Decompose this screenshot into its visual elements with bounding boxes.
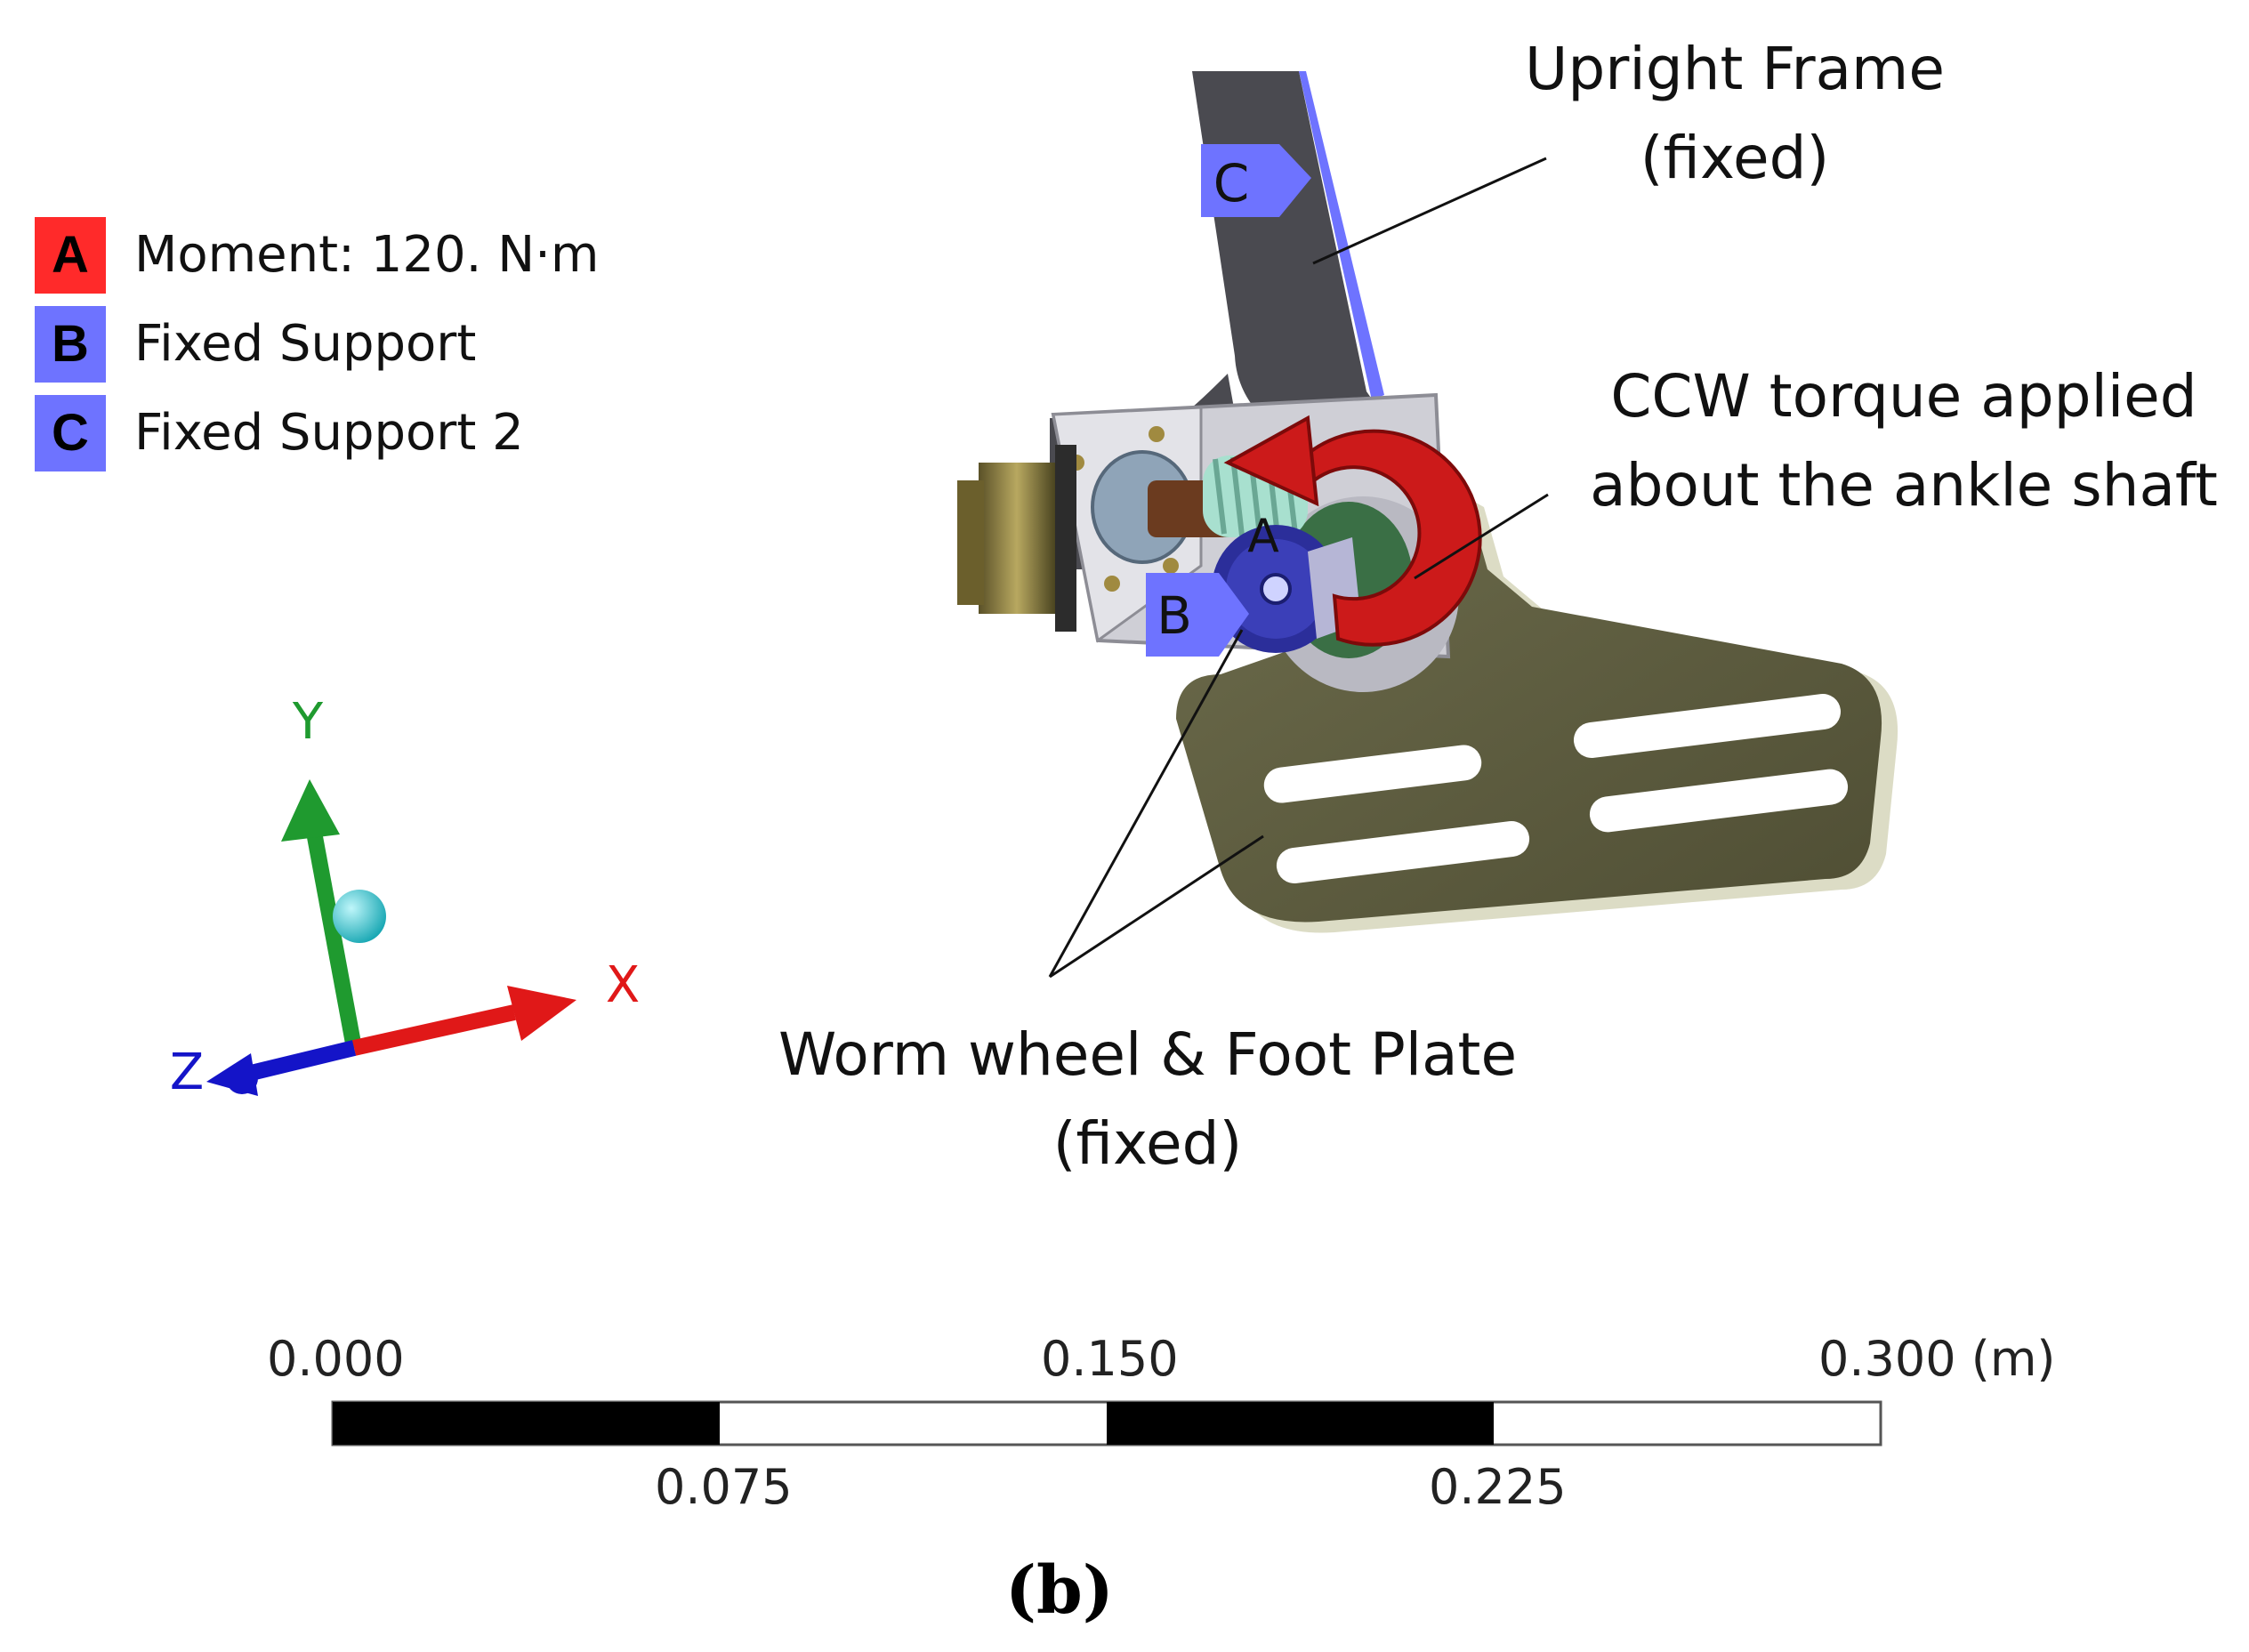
- scale-tick-150: 0.150: [1041, 1331, 1179, 1387]
- callout-upright-line2: (fixed): [1640, 124, 1830, 192]
- callout-ccw-line1: CCW torque applied: [1610, 362, 2197, 431]
- callout-worm-line2: (fixed): [1052, 1109, 1243, 1178]
- axis-triad: [206, 779, 576, 1096]
- callout-ccw-torque: CCW torque applied about the ankle shaft: [1566, 352, 2242, 530]
- callout-upright-line1: Upright Frame: [1525, 35, 1945, 103]
- marker-c: [1201, 144, 1311, 217]
- axis-x-label: X: [606, 956, 640, 1014]
- marker-a-label: A: [1247, 510, 1279, 563]
- scale-bar: [331, 1400, 1882, 1447]
- legend-label-c: Fixed Support 2: [134, 404, 524, 462]
- foot-plate: [1176, 480, 1898, 933]
- axis-z-label: Z: [170, 1044, 204, 1101]
- scale-tick-0: 0.000: [267, 1331, 405, 1387]
- legend-label-a: Moment: 120. N·m: [134, 226, 600, 284]
- legend-swatch-a: A: [35, 217, 106, 294]
- marker-b-label: B: [1157, 585, 1192, 646]
- legend-swatch-b: B: [35, 306, 106, 383]
- callout-worm-wheel: Worm wheel & Foot Plate (fixed): [694, 1011, 1601, 1189]
- moment-arrow: [1223, 415, 1482, 647]
- marker-c-label: C: [1213, 153, 1250, 214]
- marker-b: [1146, 573, 1249, 657]
- callout-upright-frame: Upright Frame (fixed): [1459, 25, 2011, 203]
- origin-ball: [333, 890, 386, 943]
- callout-ccw-line2: about the ankle shaft: [1590, 451, 2218, 520]
- leader-lines: [1048, 157, 1549, 979]
- legend-label-b: Fixed Support: [134, 315, 477, 373]
- scale-tick-225: 0.225: [1429, 1459, 1567, 1515]
- callout-worm-line1: Worm wheel & Foot Plate: [778, 1020, 1518, 1089]
- motor: [957, 445, 1076, 632]
- scale-tick-300: 0.300 (m): [1818, 1331, 2056, 1387]
- panel-label: (b): [1005, 1552, 1114, 1629]
- legend-swatch-c: C: [35, 395, 106, 471]
- axis-y-label: Y: [292, 693, 324, 751]
- scale-tick-075: 0.075: [655, 1459, 793, 1515]
